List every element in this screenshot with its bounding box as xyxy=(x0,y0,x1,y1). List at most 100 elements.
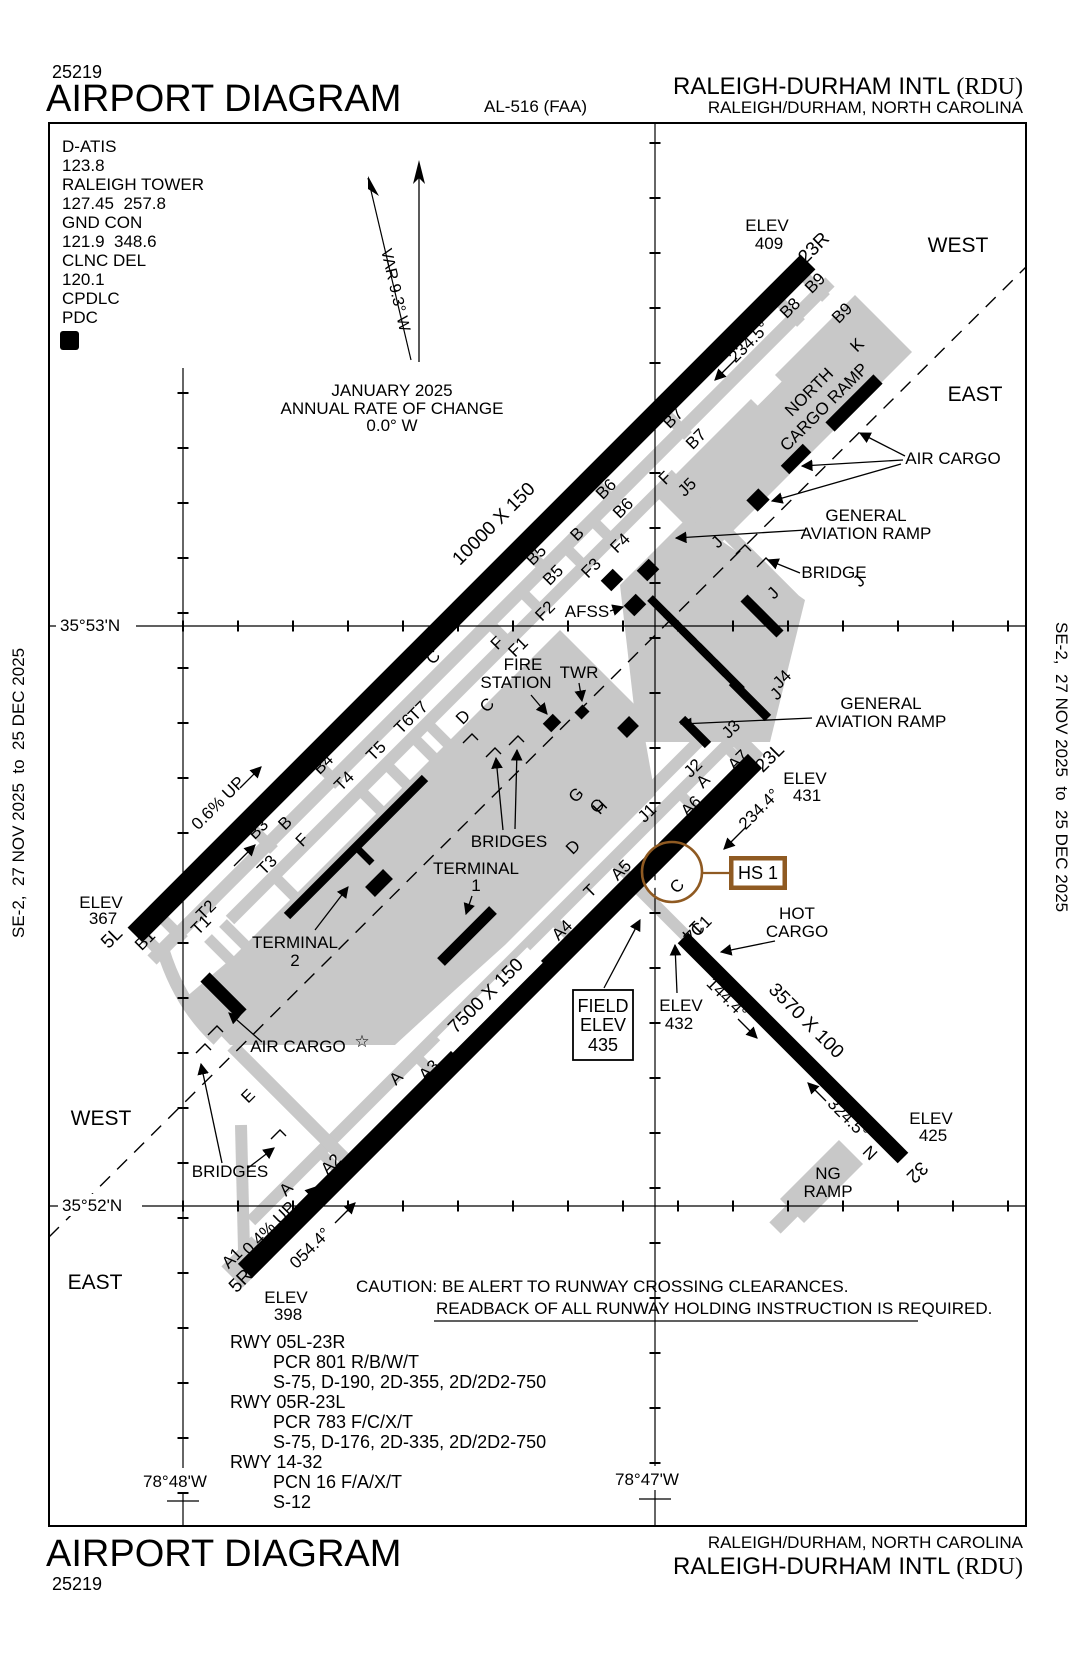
edge-note-left: SE-2, 27 NOV 2025 to 25 DEC 2025 xyxy=(9,648,28,938)
taxiway-c1-band xyxy=(631,881,691,941)
arrow-slope-04 xyxy=(295,1186,317,1208)
footer-airport-identifier: (RDU) xyxy=(956,1554,1023,1580)
arrow-terminal1 xyxy=(463,895,475,916)
arrow-bridge xyxy=(766,558,801,574)
afss-building xyxy=(623,593,647,617)
airport-city: RALEIGH/DURHAM, NORTH CAROLINA xyxy=(708,98,1024,117)
hot-cargo-line1: HOT xyxy=(779,904,815,923)
sector-west-bottom: WEST xyxy=(71,1107,132,1130)
pavement-layer xyxy=(131,263,912,1288)
arrow-ga-ramp-east xyxy=(679,717,813,730)
freq-ground-label: GND CON xyxy=(62,213,142,232)
sector-east-bottom: EAST xyxy=(68,1271,123,1294)
page-title: AIRPORT DIAGRAM xyxy=(46,78,401,120)
elev-14-value: 432 xyxy=(665,1014,693,1033)
edge-note-right: SE-2, 27 NOV 2025 to 25 DEC 2025 xyxy=(1052,622,1071,912)
mag-note-line3: 0.0° W xyxy=(366,416,417,435)
chart-border xyxy=(48,122,1027,1527)
rwy3-pcn: PCN 16 F/A/X/T xyxy=(273,1472,402,1492)
caution-line2: READBACK OF ALL RUNWAY HOLDING INSTRUCTI… xyxy=(436,1299,992,1318)
longitude-label-west: 78°48'W xyxy=(143,1472,207,1491)
grid-layer xyxy=(48,122,1027,1527)
magnetic-variation-label: VAR 9.3° W xyxy=(377,247,413,334)
elev-5r-value: 398 xyxy=(274,1305,302,1324)
chart-number-top: 25219 xyxy=(52,62,102,82)
arrow-bridges-south-2 xyxy=(247,1147,275,1169)
arrow-slope-06 xyxy=(239,766,262,789)
rwy3-title: RWY 14-32 xyxy=(230,1452,322,1472)
freq-cpdlc-label: CPDLC xyxy=(62,289,120,308)
north-arrow-group: VAR 9.3° W JANUARY 2025 ANNUAL RATE OF C… xyxy=(281,160,504,435)
al-number: AL-516 (FAA) xyxy=(484,97,587,116)
latitude-label-south: 35°52'N xyxy=(62,1196,122,1215)
terminal-1-building xyxy=(437,906,497,966)
building-layer xyxy=(200,374,883,1019)
terminal-apron xyxy=(185,630,655,1045)
rwy2-pcr: PCR 783 F/C/X/T xyxy=(273,1412,413,1432)
data-comm-badge-letter: D xyxy=(64,333,74,349)
elev-23r-value: 409 xyxy=(755,234,783,253)
freq-clnc-label: CLNC DEL xyxy=(62,251,146,270)
ga-ramp-north-line1: GENERAL xyxy=(825,506,906,525)
taxiway-e-branch xyxy=(235,1124,250,1251)
arrow-ga-ramp-north xyxy=(674,529,807,544)
taxiway-j-bridge-band xyxy=(697,503,799,605)
elev-23l-value: 431 xyxy=(793,786,821,805)
elev-23l-label: ELEV xyxy=(783,769,827,788)
star-icon: ☆ xyxy=(354,1032,369,1051)
arrow-tower xyxy=(574,682,587,703)
arrow-bridges-mid-2 xyxy=(510,748,523,830)
arrow-heading-2344 xyxy=(723,826,747,850)
elev-32-value: 425 xyxy=(919,1126,947,1145)
arrow-afss xyxy=(609,604,625,616)
fire-station-line1: FIRE xyxy=(504,655,543,674)
freq-tower-label: RALEIGH TOWER xyxy=(62,175,204,194)
elev-32-label: ELEV xyxy=(909,1109,953,1128)
terminal2-line1: TERMINAL xyxy=(252,933,338,952)
footer-airport-title: RALEIGH-DURHAM INTL(RDU) xyxy=(673,1553,1023,1580)
runway-14-32 xyxy=(677,932,909,1164)
air-cargo-building-south xyxy=(200,972,247,1019)
arrow-heading-3245 xyxy=(807,1082,827,1102)
air-cargo-label-north: AIR CARGO xyxy=(905,449,1000,468)
terminal-2-block xyxy=(365,869,393,897)
rwy1-title: RWY 05L-23R xyxy=(230,1332,345,1352)
sector-west-top: WEST xyxy=(928,234,989,257)
latitude-label-north: 35°53'N xyxy=(60,616,120,635)
rwy2-title: RWY 05R-23L xyxy=(230,1392,345,1412)
grid-labels: 35°53'N 35°52'N 78°48'W 78°47'W WEST EAS… xyxy=(60,234,1003,1502)
mag-note-line1: JANUARY 2025 xyxy=(331,381,452,400)
ga-ramp-north-line2: AVIATION RAMP xyxy=(801,524,932,543)
hotspot-box-inner xyxy=(733,860,783,886)
ng-ramp-pavement xyxy=(779,1139,864,1224)
footer: AIRPORT DIAGRAM 25219 RALEIGH/DURHAM, NO… xyxy=(46,1533,1024,1594)
elev-5l-label: ELEV xyxy=(79,893,123,912)
arrow-terminal2 xyxy=(314,886,349,931)
field-elev-line2: ELEV xyxy=(580,1015,626,1035)
taxiway-f-band xyxy=(225,469,681,925)
air-cargo-building-north-2 xyxy=(780,443,812,475)
arrow-field-elev xyxy=(603,918,641,989)
footer-chart-number: 25219 xyxy=(52,1574,102,1594)
terminal1-line1: TERMINAL xyxy=(433,859,519,878)
freq-ground-value: 121.9 348.6 xyxy=(62,232,157,251)
mag-note-line2: ANNUAL RATE OF CHANGE xyxy=(281,399,504,418)
air-cargo-label-south: AIR CARGO xyxy=(250,1037,345,1056)
ng-ramp-line1: NG xyxy=(815,1164,841,1183)
ramp-gap xyxy=(746,370,782,406)
freq-datis-value: 123.8 xyxy=(62,156,105,175)
sector-east-top: EAST xyxy=(948,383,1003,406)
caution-note: CAUTION: BE ALERT TO RUNWAY CROSSING CLE… xyxy=(356,1277,992,1322)
arrow-bridges-south-1 xyxy=(197,1062,223,1164)
rwy2-gear: S-75, D-176, 2D-335, 2D/2D2-750 xyxy=(273,1432,546,1452)
freq-pdc-label: PDC xyxy=(62,308,98,327)
airport-name: RALEIGH-DURHAM INTL xyxy=(673,73,950,100)
ng-ramp-line2: RAMP xyxy=(803,1182,852,1201)
tower-building xyxy=(574,704,590,720)
field-elev-line1: FIELD xyxy=(577,996,628,1016)
footer-airport-name: RALEIGH-DURHAM INTL xyxy=(673,1553,950,1580)
arrow-heading-054-bottom xyxy=(334,1202,356,1224)
taxiway-e-band xyxy=(227,1041,355,1169)
arrow-bridges-mid-1 xyxy=(491,756,504,831)
